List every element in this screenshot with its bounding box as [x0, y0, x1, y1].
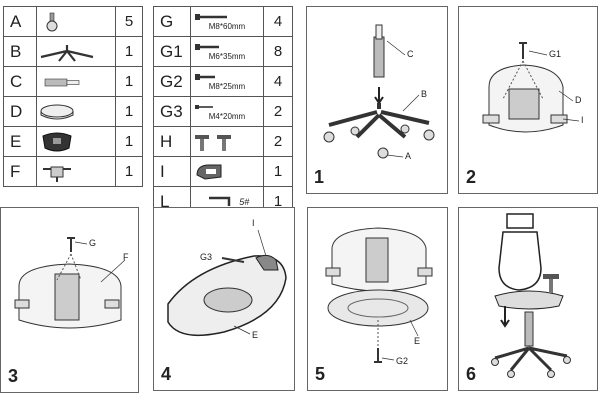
seat-underside-illustration — [482, 42, 580, 133]
part-letter: I — [153, 156, 191, 187]
callout-label: E — [252, 330, 259, 340]
callout-label: I — [252, 218, 255, 228]
mesh-seat-icon — [36, 126, 116, 157]
screw-icon — [195, 105, 213, 109]
part-caption: M6*35mm — [208, 52, 246, 61]
part-qty: 2 — [263, 96, 293, 127]
screw-icon — [195, 44, 219, 50]
table-row: F 1 — [3, 156, 143, 187]
part-qty: 1 — [115, 36, 143, 67]
table-row: A 5 — [3, 6, 143, 37]
table-row: G M8*60mm 4 — [153, 6, 293, 37]
base-assembly-illustration — [323, 24, 435, 159]
part-letter: B — [3, 36, 37, 67]
handle-icon — [190, 156, 264, 187]
step-number: 3 — [8, 366, 19, 386]
table-row: G2 M8*25mm 4 — [153, 66, 293, 97]
step-number: 2 — [466, 167, 477, 187]
callout-label: C — [407, 49, 414, 59]
part-letter: G3 — [153, 96, 191, 127]
step-number: 1 — [314, 167, 325, 187]
callout-label: G2 — [396, 356, 409, 366]
table-row: G3 M4*20mm 2 — [153, 96, 293, 127]
armrest-icon — [190, 126, 264, 157]
step-6-panel: 6 — [458, 207, 598, 391]
part-qty: 5 — [115, 6, 143, 37]
part-letter: H — [153, 126, 191, 157]
step-5-panel: E G2 5 — [307, 207, 448, 391]
step-number: 4 — [161, 364, 172, 384]
table-row: C 1 — [3, 66, 143, 97]
part-qty: 4 — [263, 6, 293, 37]
table-row: B 1 — [3, 36, 143, 67]
mechanism-mount-illustration — [14, 237, 126, 329]
part-qty: 1 — [115, 126, 143, 157]
part-qty: 1 — [263, 156, 293, 187]
callout-label: A — [405, 151, 412, 161]
step-number: 5 — [315, 364, 326, 384]
table-row: I 1 — [153, 156, 293, 187]
part-letter: C — [3, 66, 37, 97]
seat-cushion-icon — [36, 96, 116, 127]
allen-key-icon — [208, 197, 231, 207]
callout-label: B — [421, 89, 428, 99]
callout-label: E — [414, 336, 421, 346]
seat-attachment-illustration — [325, 227, 433, 363]
step-1-panel: C B A 1 — [306, 6, 448, 194]
parts-table-1: A 5 B 1 C 1 D 1 E 1 F 1 — [3, 6, 143, 187]
screw-icon — [195, 14, 227, 20]
callout-label: G3 — [200, 252, 213, 262]
table-row: E 1 — [3, 126, 143, 157]
part-letter: G — [153, 6, 191, 37]
part-caption: M8*60mm — [208, 22, 246, 31]
callout-label: G1 — [549, 49, 562, 59]
five-star-base-icon — [36, 36, 116, 67]
part-qty: 1 — [115, 156, 143, 187]
part-letter: A — [3, 6, 37, 37]
part-letter: G2 — [153, 66, 191, 97]
step-2-panel: G1 D I 2 — [458, 6, 598, 194]
screw-icon — [195, 74, 215, 80]
part-letter: D — [3, 96, 37, 127]
part-caption: 5# — [239, 196, 250, 207]
part-letter: E — [3, 126, 37, 157]
part-caption: M4*20mm — [208, 112, 246, 121]
part-qty: 4 — [263, 66, 293, 97]
callout-label: I — [581, 115, 584, 125]
mesh-seat-illustration — [167, 229, 287, 337]
step-number: 6 — [466, 364, 477, 384]
part-picture: M6*35mm — [190, 36, 264, 67]
callout-label: F — [123, 252, 129, 262]
finished-chair-illustration — [491, 213, 571, 378]
table-row: D 1 — [3, 96, 143, 127]
callout-label: D — [575, 95, 582, 105]
callout-label: G — [89, 238, 97, 248]
table-row: H 2 — [153, 126, 293, 157]
gas-lift-icon — [36, 66, 116, 97]
part-picture: M8*25mm — [190, 66, 264, 97]
part-letter: F — [3, 156, 37, 187]
table-row: G1 M6*35mm 8 — [153, 36, 293, 67]
part-letter: G1 — [153, 36, 191, 67]
part-qty: 1 — [115, 96, 143, 127]
part-picture: M4*20mm — [190, 96, 264, 127]
part-caption: M8*25mm — [208, 82, 246, 91]
step-4-panel: I G3 E 4 — [153, 207, 295, 391]
part-qty: 8 — [263, 36, 293, 67]
part-picture: M8*60mm — [190, 6, 264, 37]
part-qty: 1 — [115, 66, 143, 97]
parts-table-2: G M8*60mm 4 G1 M6*35mm 8 G2 M8*25mm 4 G3… — [153, 6, 293, 217]
mechanism-icon — [36, 156, 116, 187]
part-qty: 2 — [263, 126, 293, 157]
caster-icon — [36, 6, 116, 37]
step-3-panel: G F 3 — [0, 207, 139, 393]
